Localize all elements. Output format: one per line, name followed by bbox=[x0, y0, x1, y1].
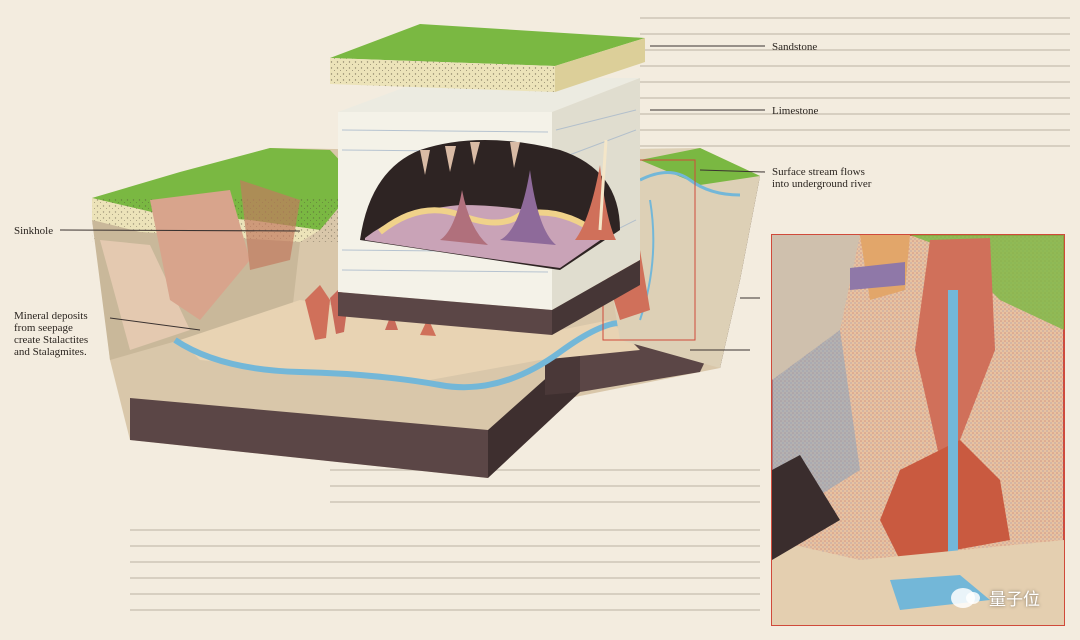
limestone-block bbox=[338, 78, 640, 335]
label-mineral-line-4: and Stalagmites. bbox=[14, 346, 87, 358]
watermark: 量子位 bbox=[951, 585, 1040, 610]
label-surface-stream-line-2: into underground river bbox=[772, 178, 872, 190]
leader-lines bbox=[59, 45, 766, 351]
lower-cave bbox=[180, 300, 640, 380]
label-surface-stream-line-1: Surface stream flows bbox=[772, 166, 865, 178]
wechat-icon bbox=[951, 587, 980, 608]
label-mineral-line-3: create Stalactites bbox=[14, 334, 89, 346]
label-limestone: Limestone bbox=[772, 105, 819, 117]
label-mineral-line-2: from seepage bbox=[14, 322, 73, 334]
label-mineral-deposits: Mineral deposits from seepage create Sta… bbox=[14, 310, 124, 358]
label-mineral-line-1: Mineral deposits bbox=[14, 310, 88, 322]
label-surface-stream: Surface stream flows into underground ri… bbox=[772, 166, 871, 190]
label-sandstone: Sandstone bbox=[772, 41, 818, 53]
label-sinkhole: Sinkhole bbox=[14, 225, 54, 237]
zoom-inset bbox=[771, 234, 1065, 626]
watermark-text: 量子位 bbox=[989, 590, 1040, 610]
background-text-lines bbox=[130, 17, 1070, 611]
sandstone-slab bbox=[330, 24, 645, 92]
